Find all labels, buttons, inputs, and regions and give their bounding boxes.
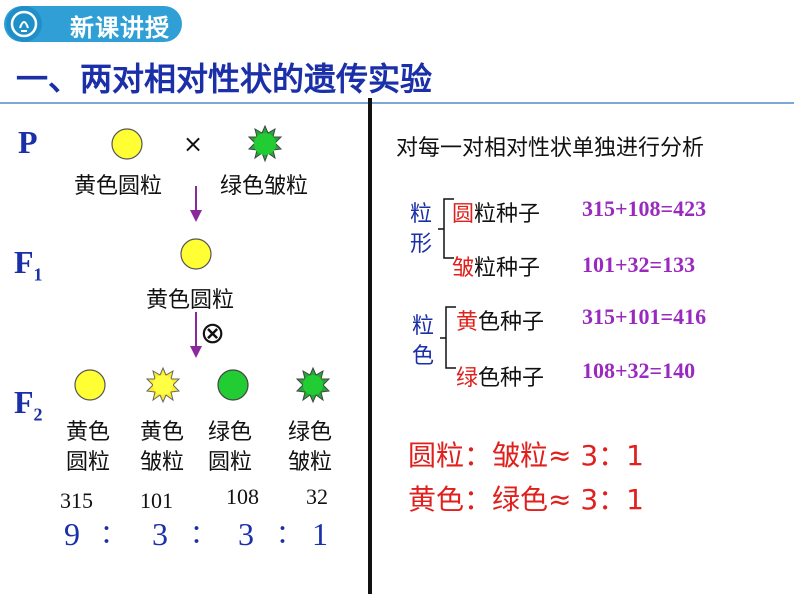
green-wrinkled-pea-icon <box>247 124 283 163</box>
conclusion-color-ratio: 黄色：绿色≈ 3：1 <box>408 483 644 516</box>
f2-phenotype-3: 绿色圆粒 <box>208 420 253 475</box>
parent1-phenotype: 黄色圆粒 <box>74 174 163 199</box>
brace-color <box>440 306 456 369</box>
f2-generation-label: F2 <box>14 384 43 425</box>
f2-count-1: 315 <box>60 488 93 513</box>
wrinkled-seed-calc: 101+32=133 <box>582 252 696 277</box>
lightbulb-icon <box>6 6 42 42</box>
title-underline <box>0 102 794 104</box>
f2-yellow-round-pea-icon <box>74 369 106 401</box>
brace-shape <box>438 198 454 259</box>
f2-green-wrinkled-pea-icon <box>295 366 331 404</box>
header-label: 新课讲授 <box>70 14 170 42</box>
p-generation-label: P <box>18 124 38 160</box>
ratio-value-1: 9 <box>64 516 80 552</box>
ratio-colon-2: ： <box>190 520 217 549</box>
vertical-divider <box>368 98 372 594</box>
ratio-colon-1: ： <box>100 520 127 549</box>
round-seed-label: 圆粒种子 <box>452 202 541 227</box>
section-title: 一、两对相对性状的遗传实验 <box>16 60 433 98</box>
conclusion-shape-ratio: 圆粒：皱粒≈ 3：1 <box>408 439 644 472</box>
ratio-value-4: 1 <box>312 516 328 552</box>
green-seed-label: 绿色种子 <box>456 366 545 391</box>
parent2-phenotype: 绿色皱粒 <box>220 174 309 199</box>
analysis-heading: 对每一对相对性状单独进行分析 <box>396 136 705 161</box>
f2-count-4: 32 <box>306 484 328 509</box>
yellow-seed-calc: 315+101=416 <box>582 304 707 329</box>
f2-phenotype-2: 黄色皱粒 <box>140 420 185 475</box>
f2-count-2: 101 <box>140 488 173 513</box>
f2-yellow-wrinkled-pea-icon <box>145 366 181 404</box>
f2-count-3: 108 <box>226 484 259 509</box>
ratio-colon-3: ： <box>276 520 303 549</box>
wrinkled-seed-label: 皱粒种子 <box>452 256 541 281</box>
cross-symbol: × <box>183 130 204 158</box>
f1-generation-label: F1 <box>14 244 43 285</box>
f2-green-round-pea-icon <box>217 369 249 401</box>
green-seed-calc: 108+32=140 <box>582 358 696 383</box>
f1-phenotype: 黄色圆粒 <box>146 288 235 313</box>
pea-diagram <box>74 124 331 404</box>
self-cross-symbol: ⊗ <box>200 316 226 351</box>
group-color-label: 粒色 <box>412 314 435 369</box>
f2-phenotype-4: 绿色皱粒 <box>288 420 333 475</box>
group-shape-label: 粒形 <box>410 202 433 257</box>
f2-phenotype-1: 黄色圆粒 <box>66 420 111 475</box>
ratio-value-3: 3 <box>238 516 254 552</box>
round-seed-calc: 315+108=423 <box>582 196 707 221</box>
f1-yellow-round-pea-icon <box>180 238 212 270</box>
ratio-value-2: 3 <box>152 516 168 552</box>
yellow-seed-label: 黄色种子 <box>456 310 545 335</box>
yellow-round-pea-icon <box>111 128 143 160</box>
